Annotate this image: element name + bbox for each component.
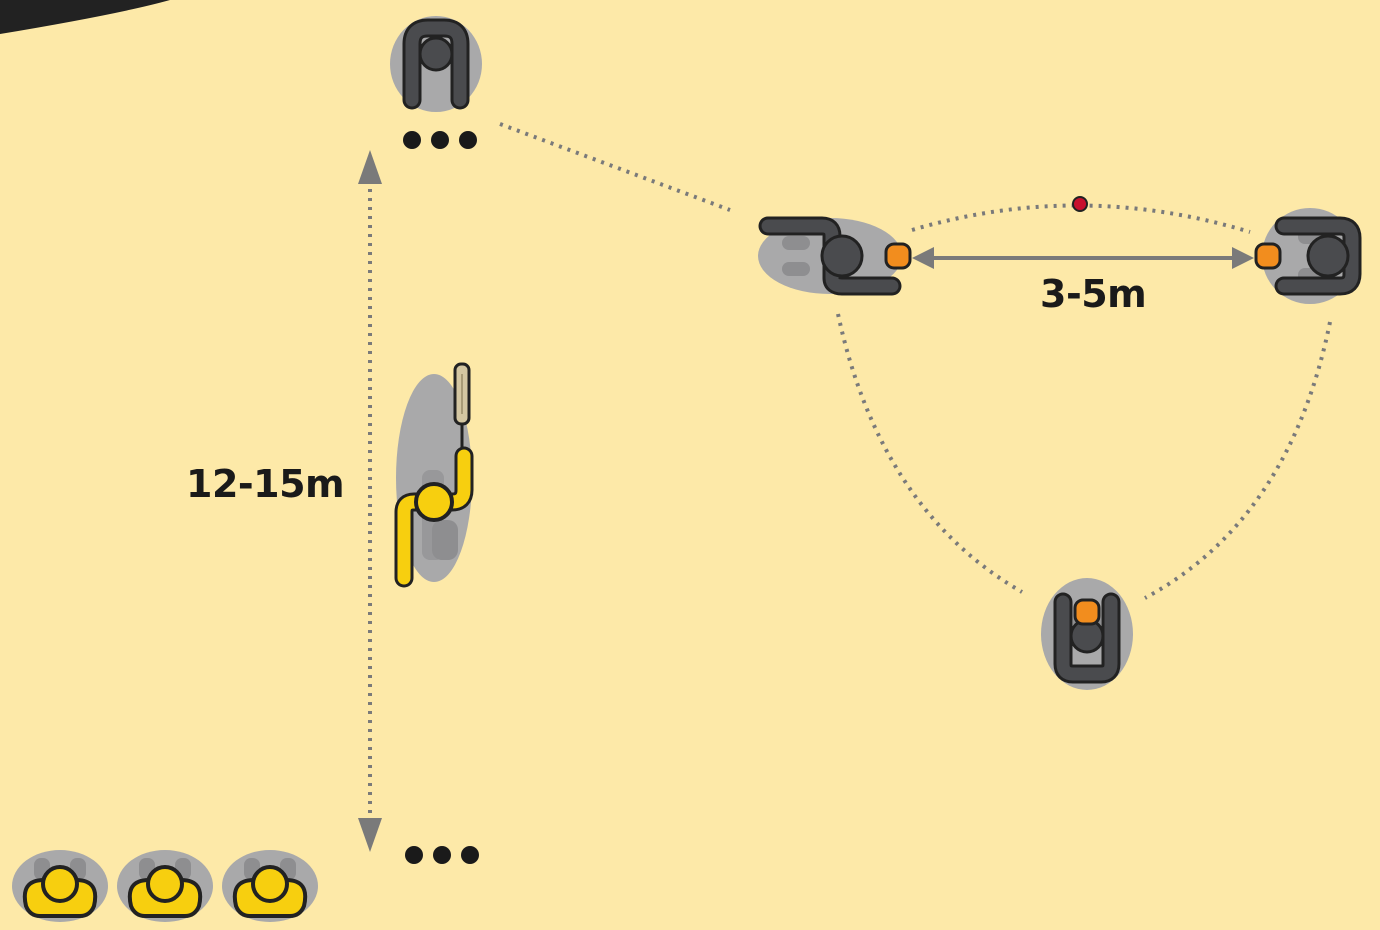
pass-arc-top: [911, 203, 1251, 234]
waiting-player-icon: [115, 848, 215, 924]
corner-band: [0, 0, 170, 34]
fielder-icon: [758, 216, 912, 296]
target-dot-icon: [1072, 196, 1088, 212]
short-distance-label: 3-5m: [1040, 272, 1147, 316]
pass-path-top: [499, 122, 731, 212]
fielder-icon: [390, 16, 482, 112]
ellipsis-icon: [403, 131, 477, 149]
batter-icon: [394, 362, 474, 588]
fielder-icon: [1254, 208, 1362, 304]
waiting-player-icon: [10, 848, 110, 924]
waiting-player-icon: [220, 848, 320, 924]
fielder-icon: [1041, 578, 1133, 690]
long-distance-label: 12-15m: [186, 462, 345, 506]
pass-arc-right: [1144, 321, 1332, 600]
long-distance-arrow: [358, 150, 382, 852]
ellipsis-icon: [405, 846, 479, 864]
short-distance-arrow: [912, 247, 1254, 269]
pass-arc-left: [836, 313, 1024, 594]
